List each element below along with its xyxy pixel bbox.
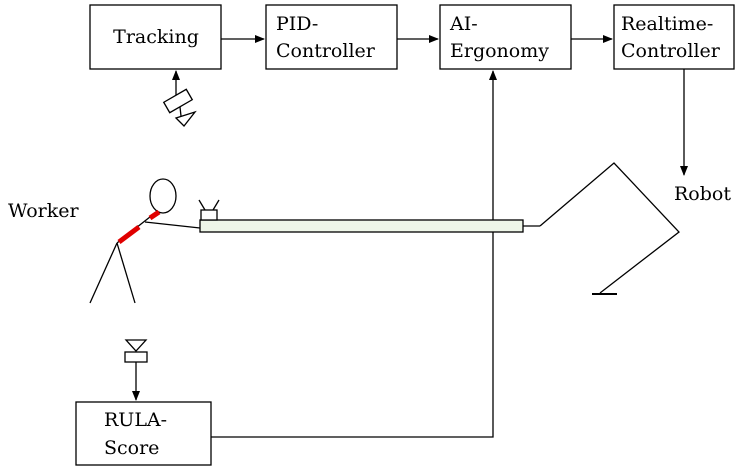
worker-highlight-back — [117, 225, 141, 244]
robot-label: Robot — [674, 183, 731, 205]
worker-figure — [89, 178, 201, 304]
arrow-rula-to-ai — [211, 70, 497, 438]
pid-controller-block: PID- Controller — [265, 4, 398, 70]
worker-right-leg — [116, 242, 136, 304]
realtime-controller-block: Realtime- Controller — [613, 4, 735, 70]
pid-label-line2: Controller — [276, 40, 376, 62]
ai-label-line1: AI- — [449, 13, 478, 35]
realtime-label-line1: Realtime- — [621, 13, 713, 35]
tracking-camera-icon — [162, 88, 197, 127]
pid-label-line1: PID- — [276, 13, 318, 35]
tool-sensor-icon — [198, 199, 220, 221]
shared-tool-bar — [199, 219, 524, 233]
worker-label: Worker — [8, 200, 80, 222]
tracking-label: Tracking — [113, 26, 199, 48]
rula-score-block: RULA- Score — [75, 401, 212, 466]
worker-highlight-neck — [148, 209, 161, 221]
realtime-label-line2: Controller — [621, 40, 721, 62]
worker-head — [149, 178, 177, 214]
ai-ergonomy-block: AI- Ergonomy — [439, 4, 572, 70]
worker-left-leg — [89, 242, 118, 304]
robot-arm — [523, 162, 680, 295]
rula-label-line1: RULA- — [104, 409, 167, 431]
ai-label-line2: Ergonomy — [450, 40, 549, 62]
rula-label-line2: Score — [104, 437, 159, 459]
tracking-block: Tracking — [89, 4, 222, 70]
rula-sensor-icon — [124, 339, 148, 363]
worker-arm — [144, 221, 201, 229]
